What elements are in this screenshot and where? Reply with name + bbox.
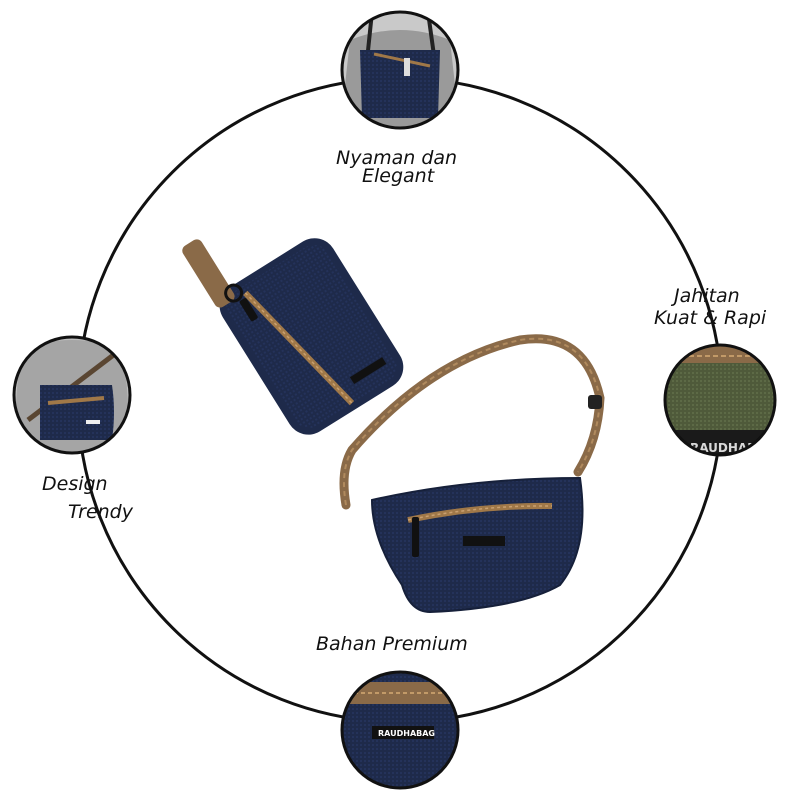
design-label-line2: Trendy (68, 501, 133, 523)
material-label: Bahan Premium (316, 633, 468, 655)
design-label-line1: Design (42, 473, 108, 495)
stitching-label-line1: Jahitan (674, 285, 740, 307)
pouch-product (182, 238, 404, 435)
stitching-label-line2: Kuat & Rapi (654, 307, 767, 329)
design-photo (12, 335, 132, 455)
material-photo: RAUDHABAG (340, 670, 460, 790)
comfort-label-line2: Elegant (362, 165, 435, 187)
comfort-photo (340, 10, 460, 130)
stitching-photo: RAUDHABAG (663, 343, 777, 457)
waist-bag-product (339, 334, 605, 614)
comfort-label-line1: Nyaman dan (336, 147, 458, 169)
svg-text:RAUDHABAG: RAUDHABAG (378, 729, 435, 738)
